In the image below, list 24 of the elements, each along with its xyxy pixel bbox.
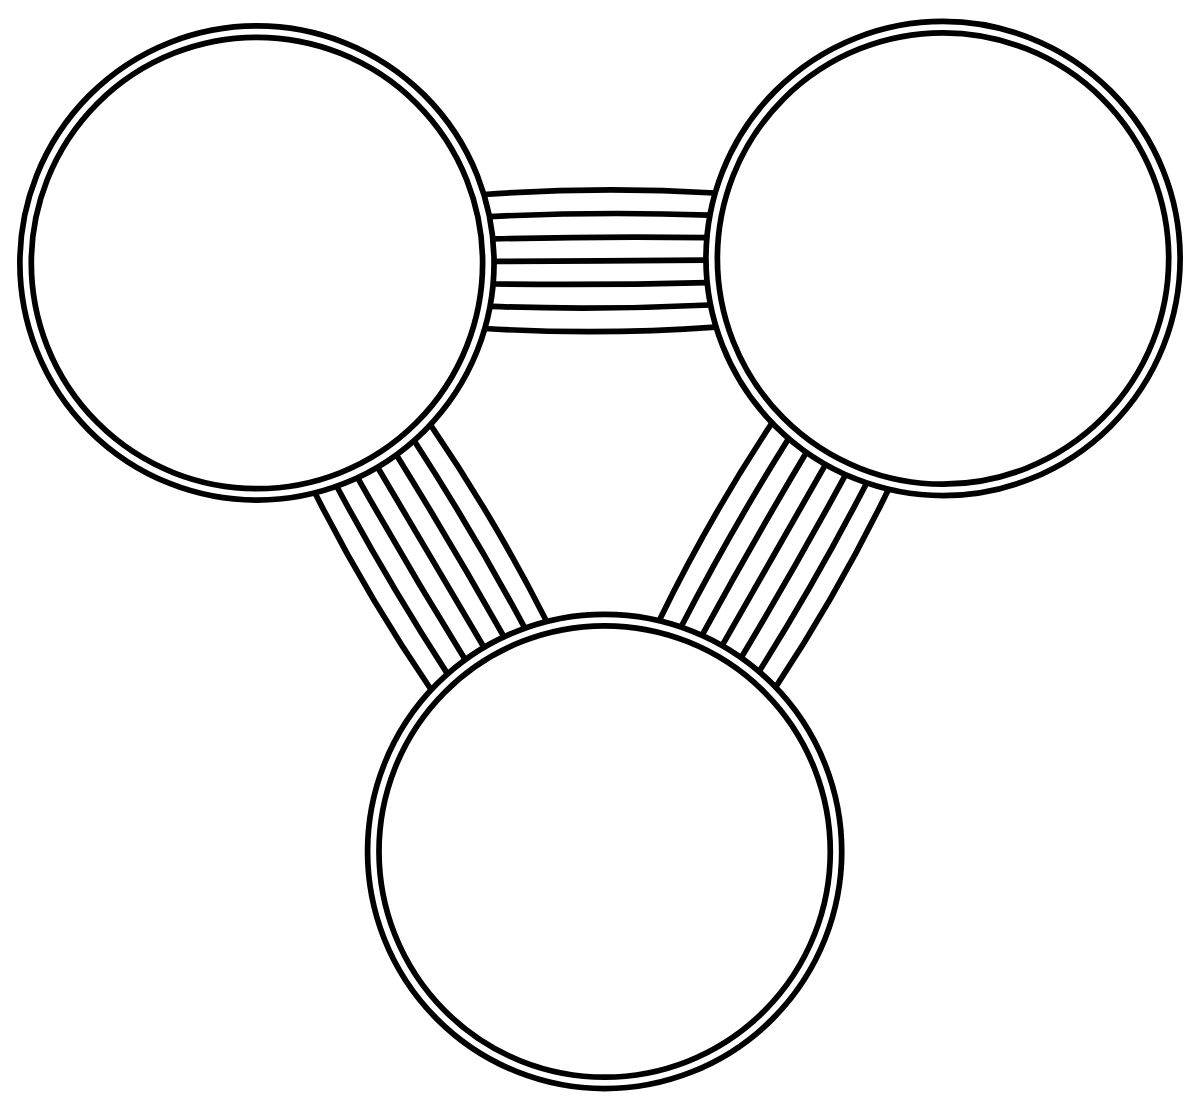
connector: [494, 256, 706, 264]
connector: [355, 475, 468, 661]
connector: [312, 491, 434, 691]
connector: [484, 323, 716, 334]
connector: [394, 452, 507, 638]
connector: [678, 436, 791, 628]
connector: [375, 465, 487, 648]
connector: [411, 439, 528, 629]
connector: [756, 481, 870, 673]
node-ring: [364, 611, 845, 1091]
connector: [490, 301, 710, 311]
connector: [334, 484, 450, 675]
connector: [493, 279, 707, 287]
connector: [483, 186, 715, 197]
connector: [428, 422, 550, 623]
connector: [489, 210, 710, 219]
connector: [699, 451, 809, 636]
connector: [656, 421, 774, 621]
node-ring: [17, 22, 497, 503]
connector: [492, 233, 707, 242]
node-ring: [703, 18, 1183, 498]
connector: [773, 488, 891, 688]
connector: [738, 473, 848, 659]
connector: [720, 463, 828, 646]
